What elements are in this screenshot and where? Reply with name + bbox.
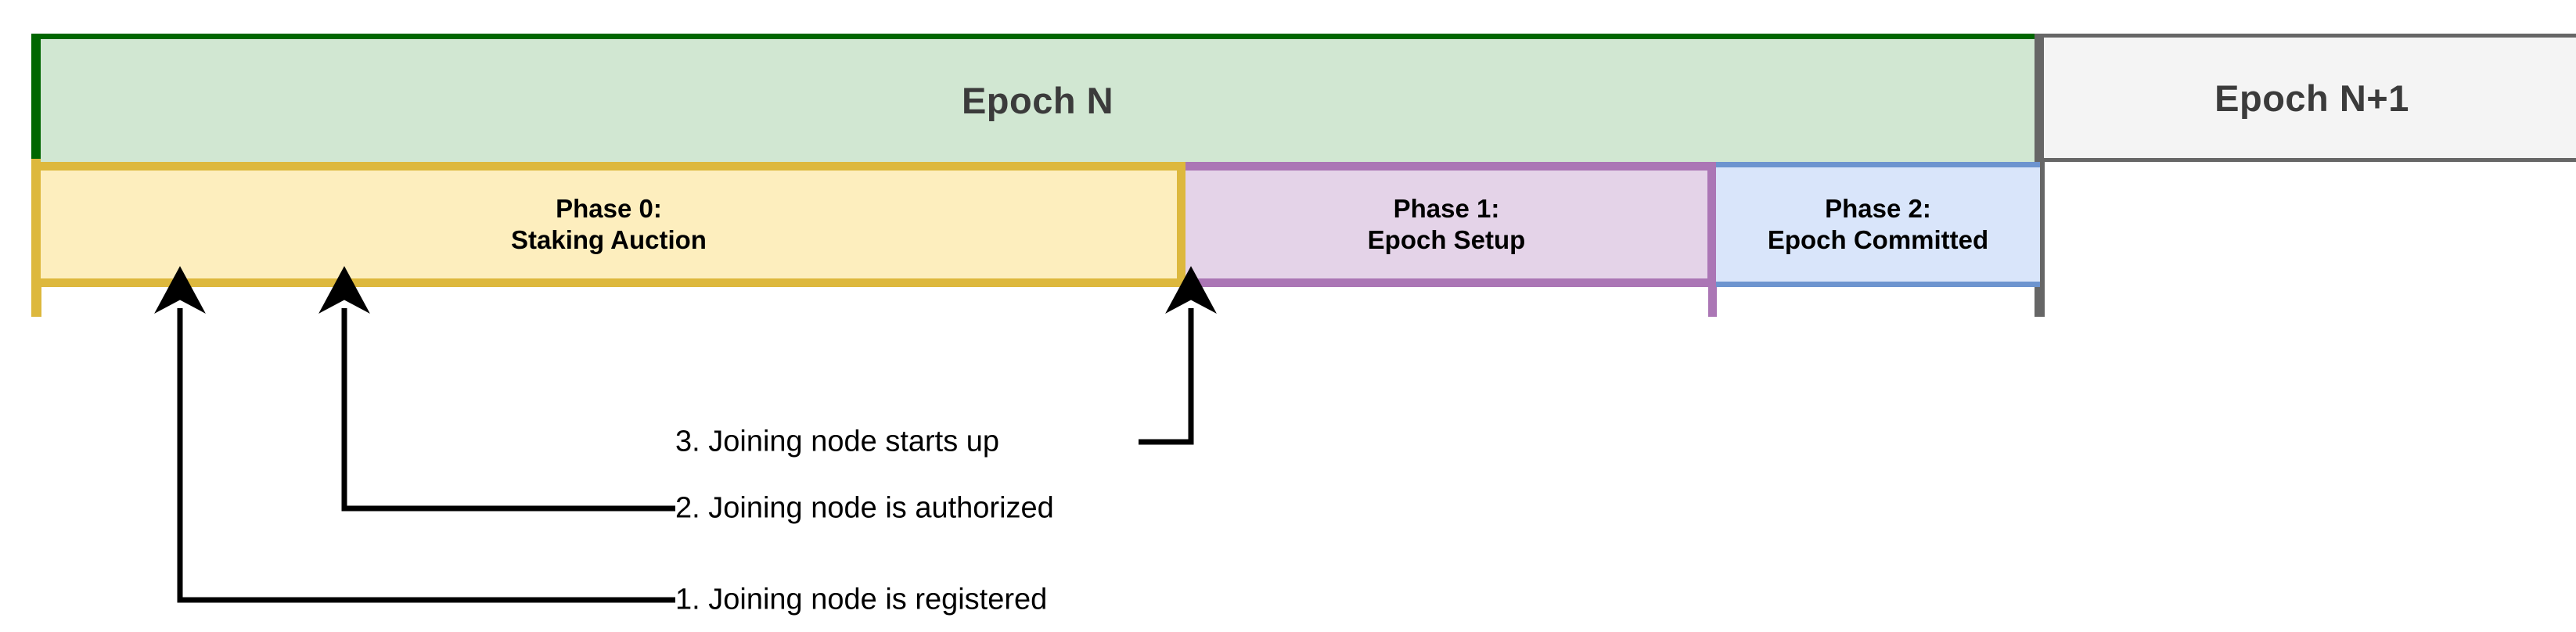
phase-2-title: Phase 2: bbox=[1825, 193, 1931, 223]
phase0-start-marker bbox=[31, 159, 41, 317]
callout-2-leader bbox=[318, 266, 675, 512]
epoch-current-label: Epoch N bbox=[961, 80, 1114, 121]
phase-2-subtitle: Epoch Committed bbox=[1767, 225, 1989, 254]
epoch-start-marker bbox=[31, 34, 41, 159]
phase-1-title: Phase 1: bbox=[1393, 193, 1500, 223]
phase-0-title: Phase 0: bbox=[556, 193, 662, 223]
phase-1-subtitle: Epoch Setup bbox=[1367, 225, 1526, 254]
callout-1-leader bbox=[154, 266, 675, 603]
phase-0-box: Phase 0: Staking Auction bbox=[41, 162, 1185, 287]
epoch-next-box: Epoch N+1 bbox=[2044, 34, 2576, 162]
callout-3-leader bbox=[1139, 266, 1217, 445]
callout-3-label: 3. Joining node starts up bbox=[675, 425, 1000, 458]
epoch-current-box: Epoch N bbox=[41, 34, 2035, 162]
phase1-end-marker bbox=[1708, 162, 1717, 317]
phase-2-box: Phase 2: Epoch Committed bbox=[1716, 162, 2040, 287]
phase-1-box: Phase 1: Epoch Setup bbox=[1185, 162, 1716, 287]
callout-2-label: 2. Joining node is authorized bbox=[675, 491, 1054, 525]
epoch-next-label: Epoch N+1 bbox=[2214, 77, 2409, 119]
callout-1-label: 1. Joining node is registered bbox=[675, 583, 1048, 616]
phase-0-subtitle: Staking Auction bbox=[511, 225, 707, 254]
